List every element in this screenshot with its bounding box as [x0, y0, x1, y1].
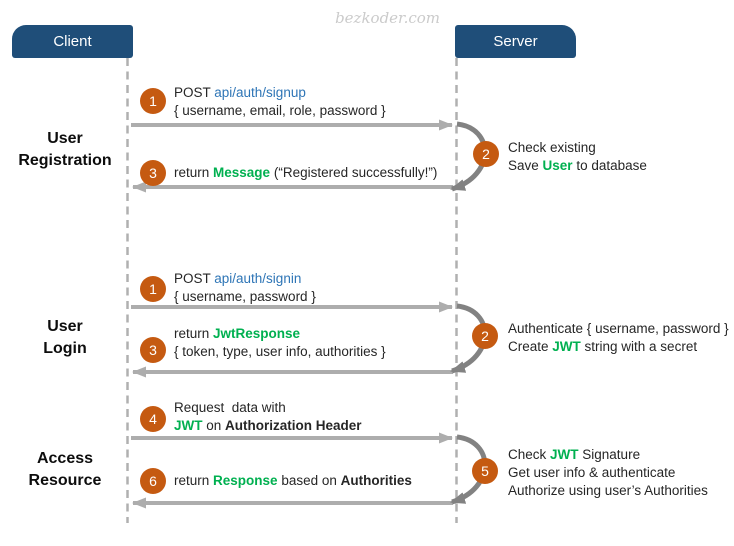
step-badge-login-3: 3 [140, 337, 166, 363]
msg-line: return JwtResponse [174, 325, 386, 343]
msg-text: return [174, 473, 214, 488]
step-badge-registration-1: 1 [140, 88, 166, 114]
msg-line: Authorize using user’s Authorities [508, 483, 708, 498]
msg-text: Save [508, 158, 543, 173]
step-badge-access-6: 6 [140, 468, 166, 494]
section-label-user-login: User Login [0, 316, 130, 360]
keyword-jwt: JWT [550, 447, 579, 462]
msg-signup-request: POST api/auth/signup { username, email, … [174, 84, 386, 120]
watermark: bezkoder.com [335, 9, 440, 27]
step-badge-registration-2: 2 [473, 141, 499, 167]
msg-text: POST [174, 271, 215, 286]
note-login-server: Authenticate { username, password } Crea… [508, 320, 729, 356]
msg-text: string with a secret [580, 339, 698, 354]
step-badge-access-4: 4 [140, 406, 166, 432]
keyword-jwtresponse: JwtResponse [213, 326, 301, 341]
msg-line: { token, type, user info, authorities } [174, 344, 386, 359]
msg-text: on [202, 418, 226, 433]
msg-signin-request: POST api/auth/signin { username, passwor… [174, 270, 316, 306]
section-label-user-registration: User Registration [0, 128, 130, 172]
msg-line: Save User to database [508, 157, 647, 175]
msg-text: POST [174, 85, 215, 100]
msg-text: Create [508, 339, 553, 354]
msg-line: JWT on Authorization Header [174, 417, 362, 435]
keyword-authorities: Authorities [340, 473, 412, 488]
msg-text: return [174, 326, 214, 341]
section-label-line: User [47, 318, 83, 335]
section-label-line: Resource [28, 472, 102, 489]
note-access-server: Check JWT Signature Get user info & auth… [508, 446, 708, 500]
msg-text: based on [277, 473, 341, 488]
msg-line: Request data with [174, 400, 286, 415]
msg-text: (“Registered successfully!”) [270, 165, 438, 180]
msg-line: { username, email, role, password } [174, 103, 386, 118]
server-actor-label: Server [493, 33, 538, 50]
msg-line: Authenticate { username, password } [508, 321, 729, 336]
msg-line: Create JWT string with a secret [508, 338, 729, 356]
step-badge-login-2: 2 [472, 323, 498, 349]
api-path-signup: api/auth/signup [214, 85, 306, 100]
msg-line: Check JWT Signature [508, 446, 708, 464]
msg-line: return Response based on Authorities [174, 472, 412, 490]
section-label-line: Login [43, 340, 87, 357]
msg-line: { username, password } [174, 289, 316, 304]
msg-line: return Message (“Registered successfully… [174, 164, 437, 182]
keyword-jwt: JWT [174, 418, 203, 433]
section-label-access-resource: Access Resource [0, 448, 130, 492]
msg-signup-response: return Message (“Registered successfully… [174, 164, 437, 182]
msg-signin-response: return JwtResponse { token, type, user i… [174, 325, 386, 361]
client-actor-label: Client [53, 33, 92, 50]
keyword-authorization-header: Authorization Header [225, 418, 362, 433]
section-label-line: Access [36, 450, 94, 467]
msg-resource-response: return Response based on Authorities [174, 472, 412, 490]
msg-line: POST api/auth/signin [174, 270, 316, 288]
msg-line: Check existing [508, 140, 596, 155]
note-registration-server: Check existing Save User to database [508, 139, 647, 175]
msg-text: Check [508, 447, 551, 462]
msg-resource-request: Request data with JWT on Authorization H… [174, 399, 362, 435]
client-actor-box: Client [12, 25, 133, 58]
msg-text: to database [572, 158, 647, 173]
section-label-line: Registration [18, 152, 112, 169]
msg-text: return [174, 165, 214, 180]
keyword-user: User [542, 158, 573, 173]
keyword-message: Message [213, 165, 271, 180]
keyword-response: Response [213, 473, 278, 488]
api-path-signin: api/auth/signin [214, 271, 302, 286]
step-badge-access-5: 5 [472, 458, 498, 484]
msg-text: Signature [578, 447, 641, 462]
step-badge-registration-3: 3 [140, 160, 166, 186]
keyword-jwt: JWT [552, 339, 581, 354]
section-label-line: User [47, 130, 83, 147]
msg-line: POST api/auth/signup [174, 84, 386, 102]
step-badge-login-1: 1 [140, 276, 166, 302]
server-actor-box: Server [455, 25, 576, 58]
msg-line: Get user info & authenticate [508, 465, 676, 480]
